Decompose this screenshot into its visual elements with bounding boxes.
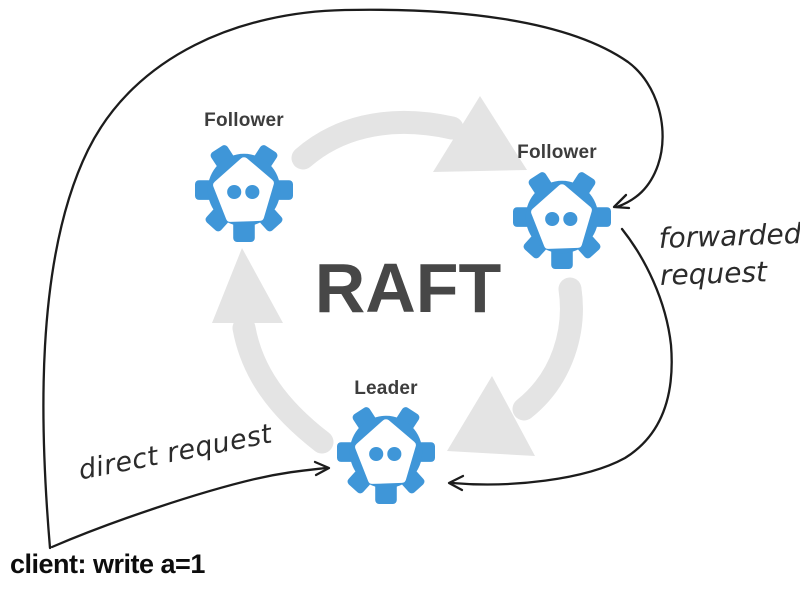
robot-gear-icon xyxy=(513,168,611,270)
cycle-arrow-left-up-head xyxy=(212,248,283,323)
cycle-arrow-left-up xyxy=(232,316,334,454)
cycle-arrow-right-down-head xyxy=(447,376,535,456)
cycle-arrow-top-head xyxy=(433,96,527,172)
forwarded-request-arrowhead-bottom xyxy=(447,474,465,492)
raft-title: RAFT xyxy=(314,249,502,327)
forwarded-request-curve-follower-to-leader xyxy=(450,227,673,486)
forwarded-request-arrowhead-top xyxy=(612,193,631,210)
robot-gear-icon xyxy=(337,403,435,505)
robot-gear-icon xyxy=(195,141,293,243)
cycle-arrow-top xyxy=(291,110,464,170)
leader-label: Leader xyxy=(354,378,418,399)
direct-request-arrowhead xyxy=(313,460,331,477)
forwarded-request-label-line1: forwarded xyxy=(658,217,800,255)
forwarded-request-curve-client-to-follower xyxy=(42,8,664,550)
forwarded-request-label-line2: request xyxy=(659,255,768,292)
follower-right-label: Follower xyxy=(517,142,597,163)
follower-left-label: Follower xyxy=(204,110,284,131)
forwarded-request-label: forwarded request xyxy=(658,215,800,294)
direct-request-curve xyxy=(50,466,328,549)
client-request-text: client: write a=1 xyxy=(10,549,205,579)
cycle-arrow-right-down xyxy=(512,277,583,421)
